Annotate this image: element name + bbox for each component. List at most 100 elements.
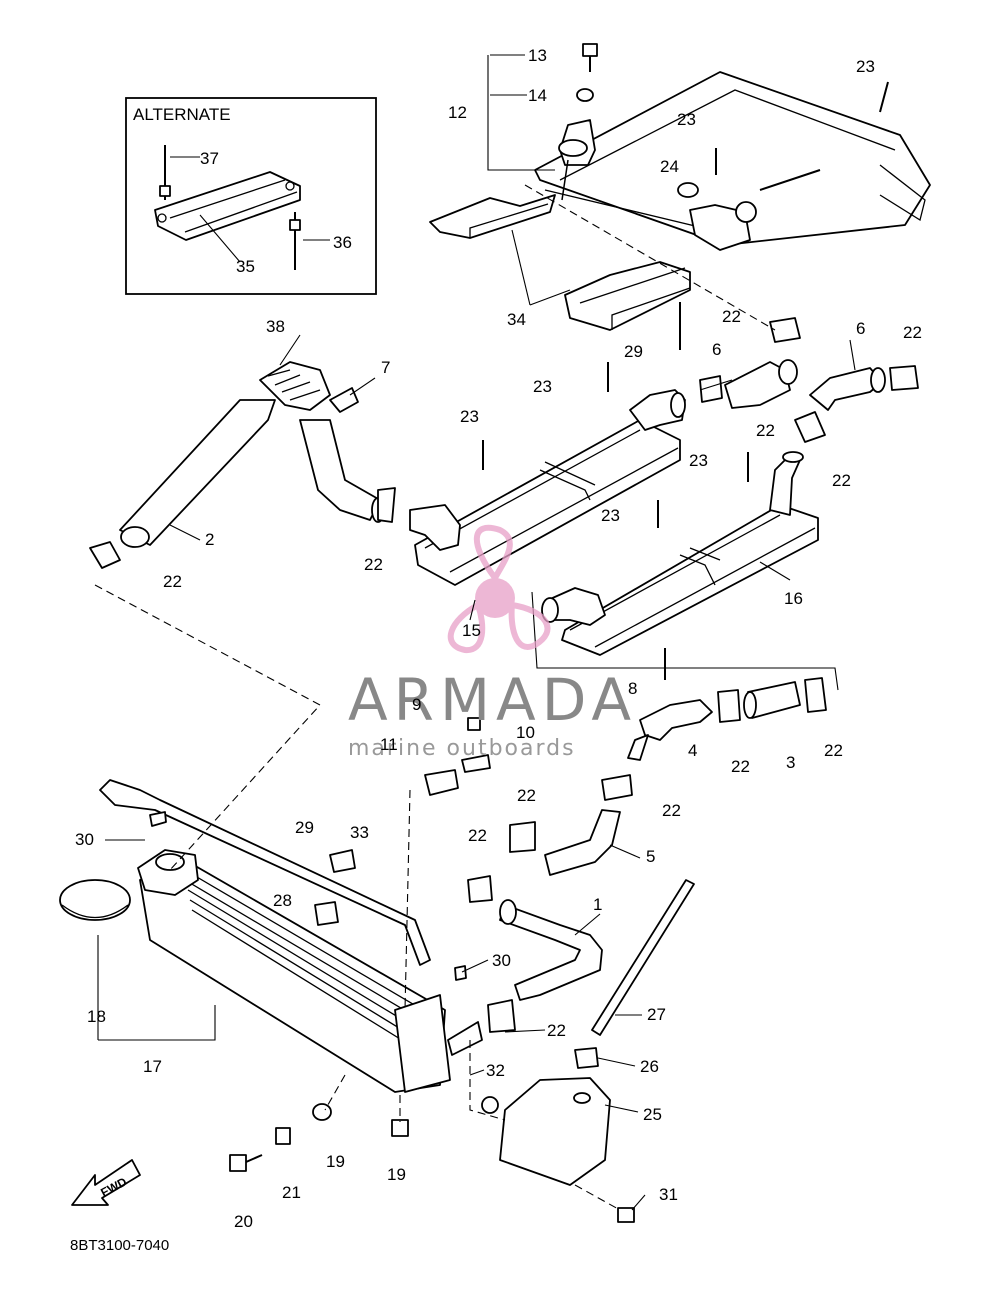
callout-18: 18 — [87, 1007, 106, 1026]
callout-14: 14 — [528, 86, 547, 105]
fwd-arrow-icon: FWD — [71, 1159, 141, 1206]
callout-6b: 6 — [856, 319, 865, 338]
bolt-13 — [582, 43, 598, 72]
hose-6-right — [809, 367, 886, 411]
bracket-34-upper — [429, 194, 556, 239]
callout-16: 16 — [784, 589, 803, 608]
callout-19b: 19 — [387, 1165, 406, 1184]
callout-4: 4 — [688, 741, 697, 760]
callout-22a: 22 — [163, 572, 182, 591]
callout-6a: 6 — [712, 340, 721, 359]
diagram-code: 8BT3100-7040 — [70, 1237, 169, 1254]
callout-23d: 23 — [460, 407, 479, 426]
callout-22j: 22 — [517, 786, 536, 805]
leader-lines — [97, 54, 839, 1041]
callout-15: 15 — [462, 621, 481, 640]
callout-32: 32 — [486, 1061, 505, 1080]
callout-22l: 22 — [547, 1021, 566, 1040]
rivet-23-set — [482, 81, 889, 528]
cooler-16 — [541, 451, 819, 656]
grommet-14 — [576, 88, 594, 102]
collar-21 — [275, 1127, 291, 1145]
callout-1: 1 — [593, 895, 602, 914]
bracket-34-lower — [564, 261, 691, 331]
rivet-37 — [159, 145, 171, 200]
callout-2: 2 — [205, 530, 214, 549]
clip-10 — [461, 754, 491, 773]
callout-10: 10 — [516, 723, 535, 742]
valve-26 — [574, 1047, 599, 1069]
watermark-logo — [447, 524, 551, 654]
callout-22e: 22 — [756, 421, 775, 440]
callout-29a: 29 — [295, 818, 314, 837]
callout-5: 5 — [646, 847, 655, 866]
screw-9 — [467, 717, 481, 731]
clip-30-left — [149, 811, 167, 827]
callout-36: 36 — [333, 233, 352, 252]
callout-22c: 22 — [722, 307, 741, 326]
callout-30a: 30 — [75, 830, 94, 849]
callout-9: 9 — [412, 695, 421, 714]
callout-22b: 22 — [364, 555, 383, 574]
callout-37: 37 — [200, 149, 219, 168]
pipe-29-lower — [99, 779, 431, 966]
callout-19a: 19 — [326, 1152, 345, 1171]
callout-20: 20 — [234, 1212, 253, 1231]
grommet-32 — [481, 1096, 499, 1114]
fitting-4 — [627, 699, 713, 761]
callout-23e: 23 — [689, 451, 708, 470]
watermark-tagline: marine outboards — [348, 736, 576, 761]
callout-26: 26 — [640, 1057, 659, 1076]
bushing-19-right — [391, 1119, 409, 1137]
hose-6-left — [724, 359, 798, 409]
callout-24: 24 — [660, 157, 679, 176]
callout-34: 34 — [507, 310, 526, 329]
hose-1 — [499, 899, 603, 1001]
callout-38: 38 — [266, 317, 285, 336]
callout-22h: 22 — [824, 741, 843, 760]
callout-3: 3 — [786, 753, 795, 772]
cooler-15 — [409, 389, 686, 586]
watermark-brand: ARMADA — [348, 666, 637, 734]
callout-7: 7 — [381, 358, 390, 377]
callout-8: 8 — [628, 679, 637, 698]
callout-22g: 22 — [731, 757, 750, 776]
callout-23c: 23 — [533, 377, 552, 396]
callout-12: 12 — [448, 103, 467, 122]
alternate-box: ALTERNATE — [125, 97, 377, 295]
dashed-assembly-lines — [94, 184, 776, 1211]
callout-35: 35 — [236, 257, 255, 276]
callout-22i: 22 — [662, 801, 681, 820]
bushing-19-left — [312, 1103, 332, 1121]
callout-28: 28 — [273, 891, 292, 910]
callout-13: 13 — [528, 46, 547, 65]
callout-23f: 23 — [601, 506, 620, 525]
callout-27: 27 — [647, 1005, 666, 1024]
callout-22d: 22 — [903, 323, 922, 342]
alternate-bracket-35 — [154, 171, 301, 241]
rivet-36 — [289, 212, 301, 270]
callout-labels: 1 2 3 4 5 6 6 7 8 9 10 11 12 13 14 15 16… — [75, 46, 922, 1231]
clamp-7 — [329, 387, 359, 413]
clip-28 — [314, 901, 339, 926]
callout-25: 25 — [643, 1105, 662, 1124]
callout-23b: 23 — [677, 110, 696, 129]
sensor-11 — [424, 769, 459, 796]
top-plate-assembly — [534, 71, 931, 251]
callout-33: 33 — [350, 823, 369, 842]
alternate-title: ALTERNATE — [133, 105, 231, 124]
bolt-31 — [617, 1207, 635, 1223]
callout-11: 11 — [380, 735, 398, 754]
hose-38 — [259, 361, 385, 523]
reservoir-25 — [499, 1077, 611, 1186]
callout-23a: 23 — [856, 57, 875, 76]
callout-21: 21 — [282, 1183, 301, 1202]
hose-2 — [119, 399, 276, 548]
clip-30-right — [454, 965, 467, 981]
callout-30b: 30 — [492, 951, 511, 970]
tube-27 — [591, 879, 695, 1036]
radiator-cap-18 — [59, 879, 131, 921]
callout-31: 31 — [659, 1185, 678, 1204]
callout-29b: 29 — [624, 342, 643, 361]
